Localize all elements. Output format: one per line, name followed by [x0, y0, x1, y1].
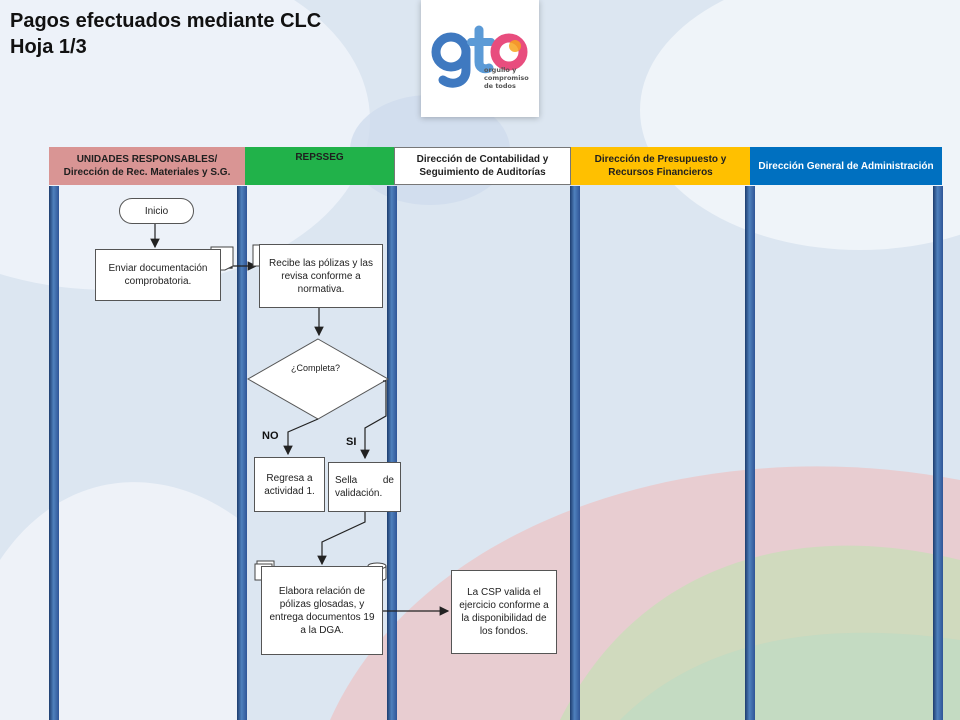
lane-header-repsseg: REPSSEG: [245, 147, 394, 185]
arrow-no-branch: [283, 418, 319, 456]
arrow-yes-branch: [360, 380, 387, 460]
return-activity-step: Regresa a actividad 1.: [254, 457, 325, 512]
lane-divider: [570, 186, 580, 720]
gto-logo-mark: [431, 25, 528, 88]
send-documentation-step: Enviar documentación comprobatoria.: [95, 249, 221, 301]
logo-tagline-1: orgullo y: [484, 66, 517, 74]
prepare-relation-step: Elabora relación de pólizas glosadas, y …: [261, 566, 383, 655]
lane-divider: [933, 186, 943, 720]
branch-no-label: NO: [262, 430, 279, 442]
start-terminator: Inicio: [119, 198, 194, 224]
decision-diamond: [246, 338, 390, 420]
lane-divider: [237, 186, 247, 720]
title-line-2: Hoja 1/3: [10, 36, 87, 58]
arrow-stamp-to-prepare: [317, 512, 366, 566]
lane-divider: [49, 186, 59, 720]
slide-title: Pagos efectuados mediante CLC Hoja 1/3: [10, 8, 321, 60]
lane-header-dga: Dirección General de Administración: [750, 147, 942, 185]
receive-policies-step: Recibe las pólizas y las revisa conforme…: [259, 244, 383, 308]
decision-label: ¿Completa?: [291, 363, 341, 373]
logo-tagline-2: compromiso: [484, 74, 529, 82]
gto-logo: orgullo y compromiso de todos: [421, 0, 539, 117]
lane-divider: [387, 186, 397, 720]
stamp-validation-step: Sella de validación.: [328, 462, 401, 512]
lane-header-presupuesto: Dirección de Presupuesto y Recursos Fina…: [571, 147, 750, 185]
logo-tagline-3: de todos: [484, 82, 516, 90]
csp-validates-step: La CSP valida el ejercicio conforme a la…: [451, 570, 557, 654]
logo-tagline: orgullo y compromiso de todos: [484, 66, 529, 90]
lane-header-contabilidad: Dirección de Contabilidad y Seguimiento …: [394, 147, 571, 185]
lane-header-unidades: UNIDADES RESPONSABLES/ Dirección de Rec.…: [49, 147, 245, 185]
title-line-1: Pagos efectuados mediante CLC: [10, 10, 322, 32]
branch-yes-label: SI: [346, 436, 357, 448]
lane-divider: [745, 186, 755, 720]
